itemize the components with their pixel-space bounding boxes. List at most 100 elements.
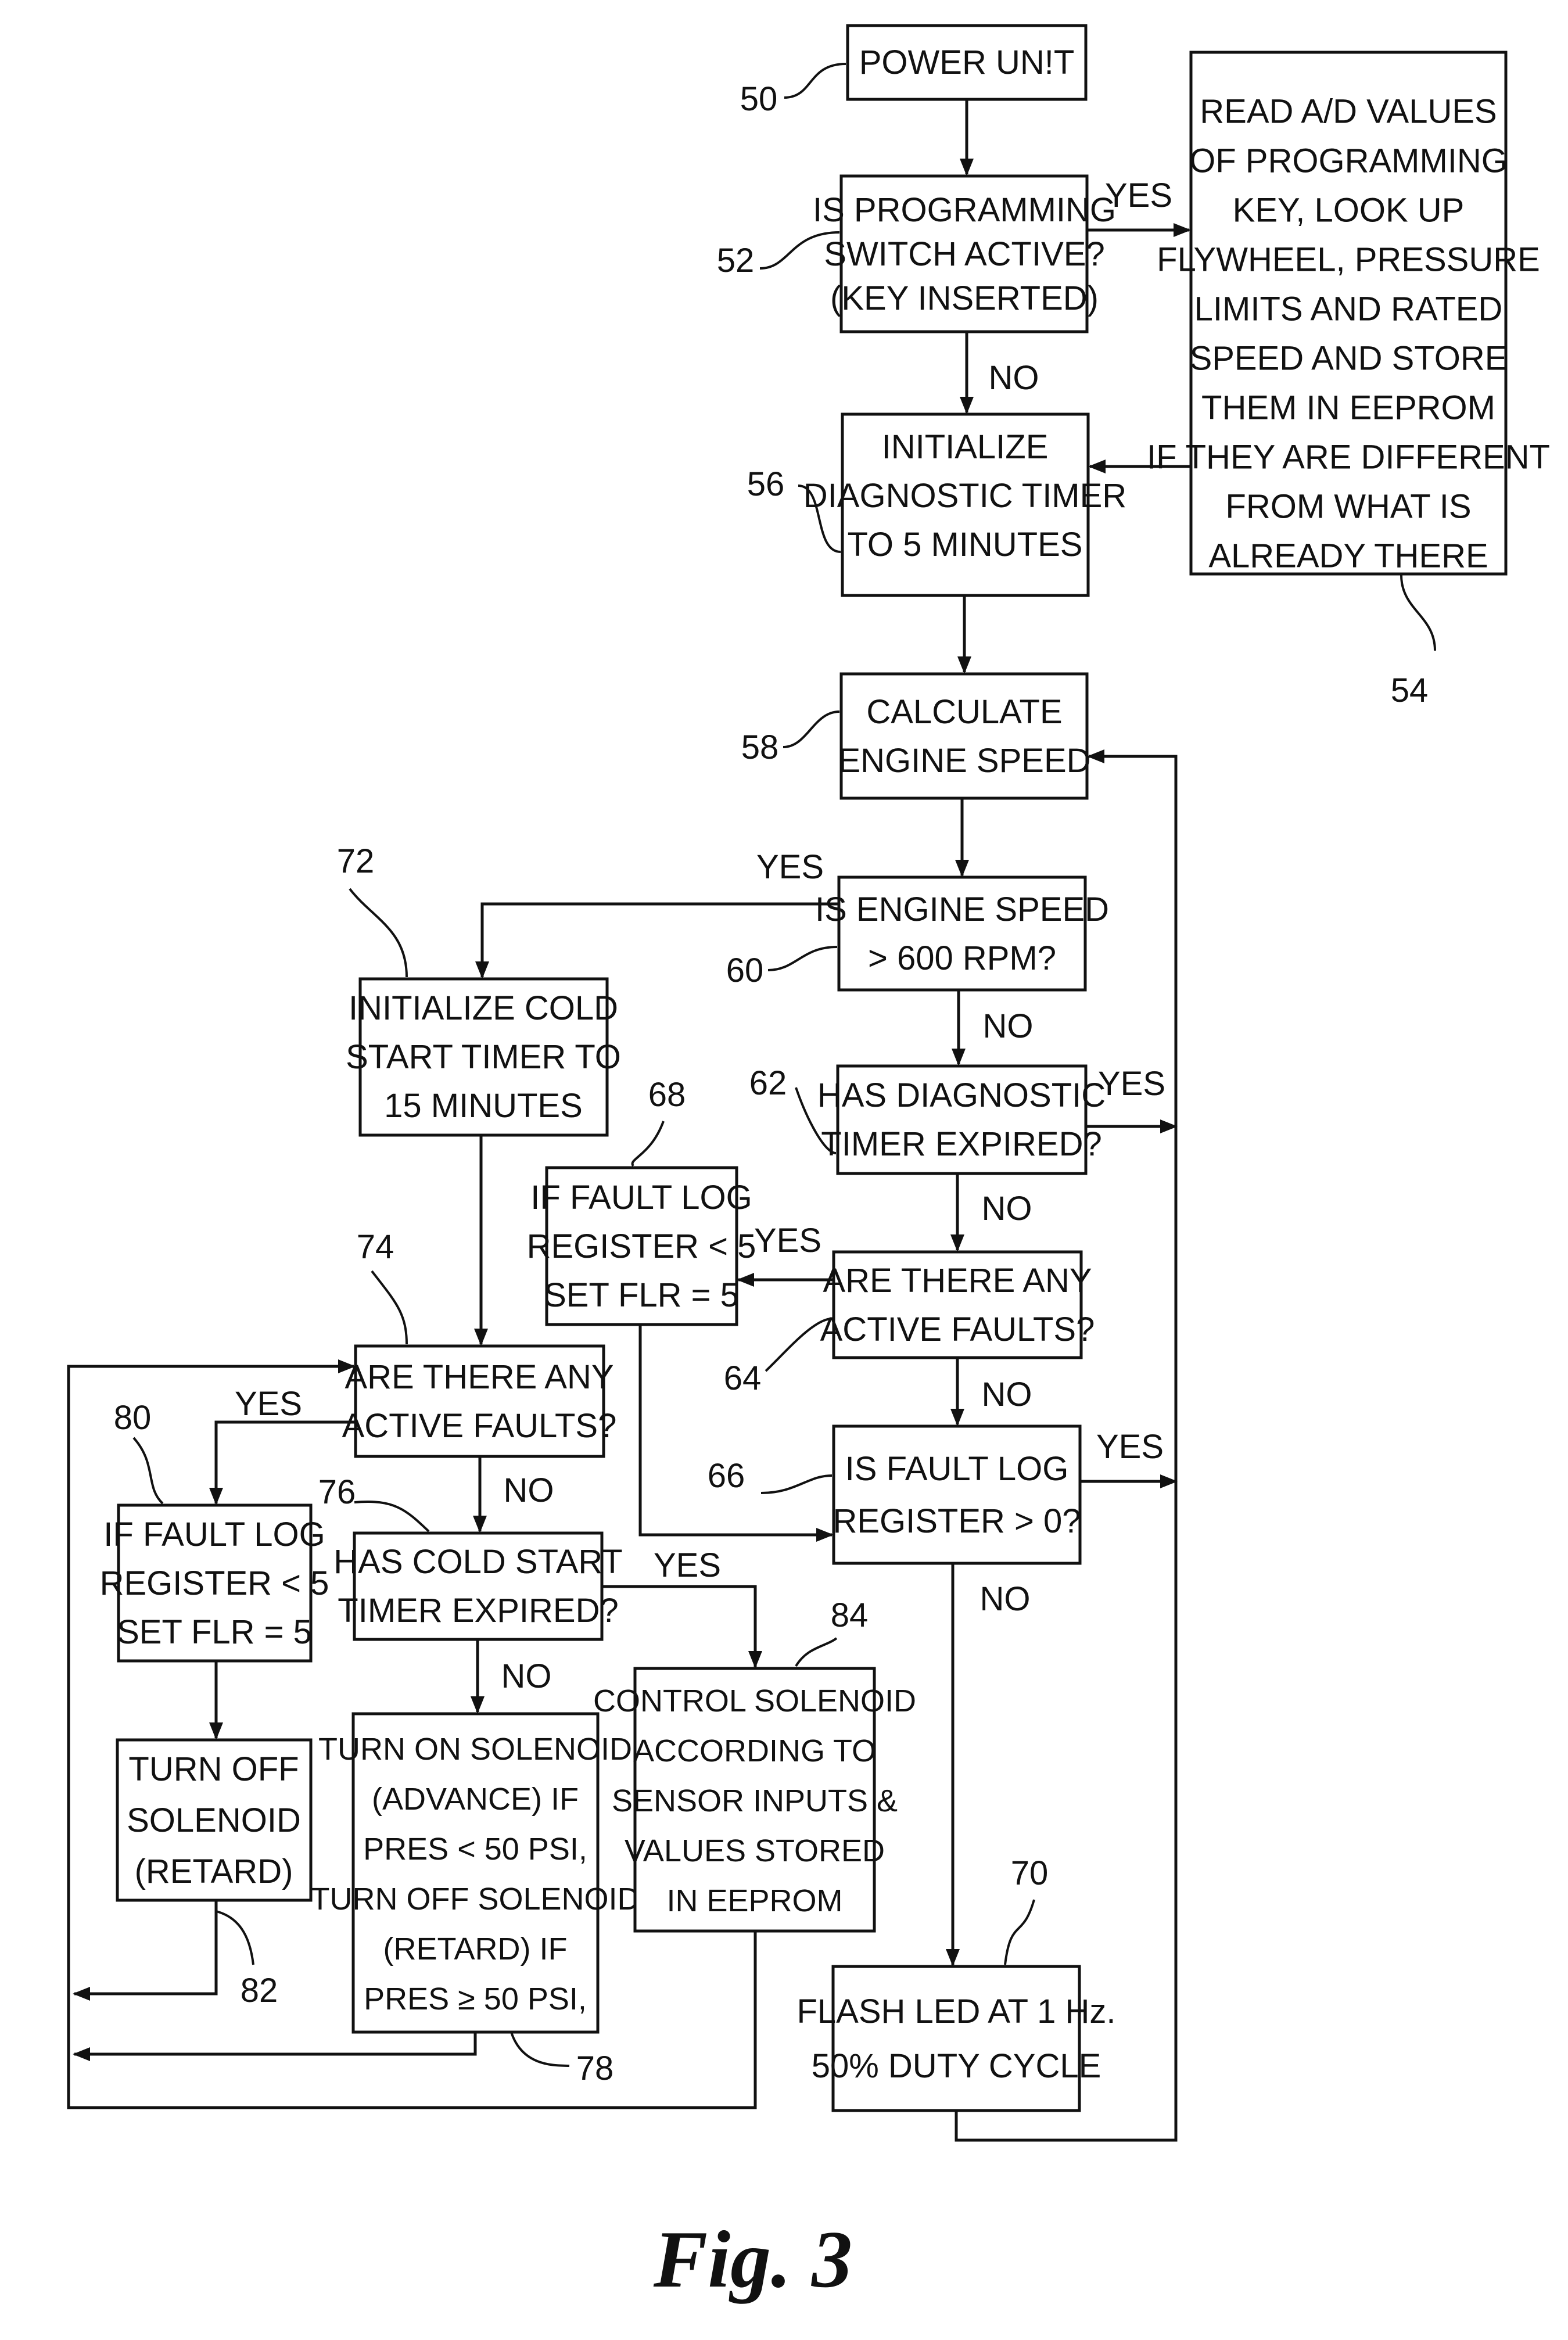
box-text-line: INITIALIZE [882,428,1049,466]
flow-82-to-return [74,1900,216,1994]
leader-76 [354,1502,429,1531]
box-text-line: ENGINE SPEED [838,742,1090,780]
ref-60: 60 [726,952,764,989]
ref-78: 78 [576,2050,614,2087]
ref-56: 56 [747,465,785,503]
box-text-line: OF PROGRAMMING [1189,142,1508,180]
label-74-no: NO [504,1472,554,1509]
label-60-yes: YES [756,848,824,886]
box-text-line: FLYWHEEL, PRESSURE [1157,241,1540,279]
box-58-calculate-engine-speed: CALCULATEENGINE SPEED [838,674,1090,798]
label-74-yes: YES [235,1385,302,1423]
box-text-line: SOLENOID [127,1801,301,1839]
box-text-line: ACTIVE FAULTS? [820,1311,1095,1348]
box-60-engine-speed-check: IS ENGINE SPEED > 600 RPM? [815,877,1109,990]
box-text-line: START TIMER TO [346,1038,621,1076]
ref-72: 72 [337,842,375,880]
box-62-diagnostic-timer-expired: HAS DIAGNOSTICTIMER EXPIRED? [817,1066,1106,1173]
box-text-line: REGISTER < 5 [527,1228,756,1265]
ref-76: 76 [318,1473,356,1511]
box-text-line: TIMER EXPIRED? [338,1592,618,1630]
label-64-no: NO [982,1376,1032,1413]
box-66-fault-log-register: IS FAULT LOGREGISTER > 0? [833,1426,1081,1563]
label-52-yes: YES [1105,177,1172,214]
box-text-line: (RETARD) IF [383,1932,568,1966]
box-text-line: VALUES STORED [625,1833,885,1868]
box-text-line: IF THEY ARE DIFFERENT [1147,439,1550,476]
box-text-line: (ADVANCE) IF [372,1782,579,1817]
box-text-line: HAS COLD START [333,1543,622,1581]
ref-64: 64 [724,1359,762,1397]
box-text-line: PRES ≥ 50 PSI, [364,1982,587,2016]
box-text-line: LIMITS AND RATED [1194,290,1503,328]
box-text-line: SWITCH ACTIVE? [824,235,1104,273]
box-64-active-faults: ARE THERE ANYACTIVE FAULTS? [820,1252,1095,1358]
leader-54 [1401,575,1435,651]
leader-58 [783,712,839,747]
leader-70 [1005,1900,1034,1965]
box-72-text: INITIALIZE COLDSTART TIMER TO15 MINUTES [346,989,621,1125]
box-54-read-ad-values: READ A/D VALUES OF PROGRAMMING KEY, LOOK U… [1147,52,1550,575]
box-text-line: KEY, LOOK UP [1233,192,1465,229]
label-60-no: NO [983,1007,1034,1045]
box-text-line: IN EEPROM [666,1883,842,1918]
ref-68: 68 [648,1076,686,1114]
ref-66: 66 [708,1457,745,1495]
ref-52: 52 [717,242,755,279]
box-74-active-faults: ARE THERE ANY ACTIVE FAULTS? [342,1346,617,1456]
label-76-yes: YES [654,1546,721,1584]
box-76-cold-start-timer-expired: HAS COLD START TIMER EXPIRED? [333,1533,622,1639]
label-52-no: NO [989,359,1039,397]
box-text-line: IF FAULT LOG [103,1516,325,1553]
box-text-line: ARE THERE ANY [345,1358,613,1396]
box-text-line: (KEY INSERTED) [830,279,1099,317]
leader-78 [511,2032,569,2066]
box-text-line: IS ENGINE SPEED [815,891,1109,928]
box-78-turn-on-solenoid: TURN ON SOLENOID (ADVANCE) IF PRES < 50 PS… [310,1714,640,2032]
box-52-text: IS PROGRAMMING SWITCH ACTIVE? (KEY INSERTE… [813,191,1116,317]
box-82-text: TURN OFFSOLENOID(RETARD) [127,1750,301,1890]
box-text-line: INITIALIZE COLD [349,989,618,1027]
leader-82 [216,1911,253,1965]
box-text-line: SENSOR INPUTS & [612,1783,898,1818]
box-text-line: TURN OFF [128,1750,299,1788]
leader-68 [632,1121,663,1166]
box-text-line: IS PROGRAMMING [813,191,1116,229]
box-text-line: IS FAULT LOG [845,1450,1069,1488]
label-66-yes: YES [1096,1428,1164,1466]
box-84-control-solenoid: CONTROL SOLENOID ACCORDING TO SENSOR INPUT… [593,1668,916,1931]
leader-50 [784,64,846,98]
box-text-line: FROM WHAT IS [1225,488,1471,526]
box-56-initialize-diagnostic-timer: INITIALIZEDIAGNOSTIC TIMERTO 5 MINUTES [803,414,1126,595]
leader-66 [761,1476,832,1493]
box-text-line: FLASH LED AT 1 Hz. [796,1993,1115,2030]
box-text-line: ALREADY THERE [1208,537,1488,575]
box-text-line: SPEED AND STORE [1190,340,1508,378]
ref-82: 82 [241,1972,278,2009]
label-76-no: NO [501,1657,552,1695]
box-68-set-flr: IF FAULT LOGREGISTER < 5SET FLR = 5 [527,1168,756,1325]
box-text-line: PRES < 50 PSI, [363,1832,587,1867]
box-text-line: ACCORDING TO [633,1734,876,1768]
box-70-flash-led: FLASH LED AT 1 Hz.50% DUTY CYCLE [796,1966,1115,2111]
flow-78-to-return [74,2032,475,2054]
box-50-text: POWER UN!T [859,44,1075,81]
ref-58: 58 [741,728,779,766]
ref-62: 62 [749,1064,787,1102]
figure-caption: Fig. 3 [653,2215,852,2305]
label-64-yes: YES [754,1222,821,1259]
flow-68-to-66 [640,1325,832,1535]
ref-80: 80 [114,1399,152,1437]
flow-76-yes-to-84 [602,1587,755,1667]
label-62-yes: YES [1098,1065,1165,1103]
box-text-line: CONTROL SOLENOID [593,1684,916,1718]
box-text-line: TURN ON SOLENOID [318,1732,632,1767]
box-text-line: READ A/D VALUES [1200,93,1497,131]
box-68-text: IF FAULT LOGREGISTER < 5SET FLR = 5 [527,1179,756,1314]
box-80-text: IF FAULT LOGREGISTER < 5SET FLR = 5 [100,1516,329,1651]
box-text-line: TIMER EXPIRED? [821,1125,1101,1163]
box-text-line: > 600 RPM? [868,939,1056,977]
box-text-line: ACTIVE FAULTS? [342,1407,617,1445]
leader-84 [796,1638,837,1666]
box-text-line: POWER UN!T [859,44,1075,81]
